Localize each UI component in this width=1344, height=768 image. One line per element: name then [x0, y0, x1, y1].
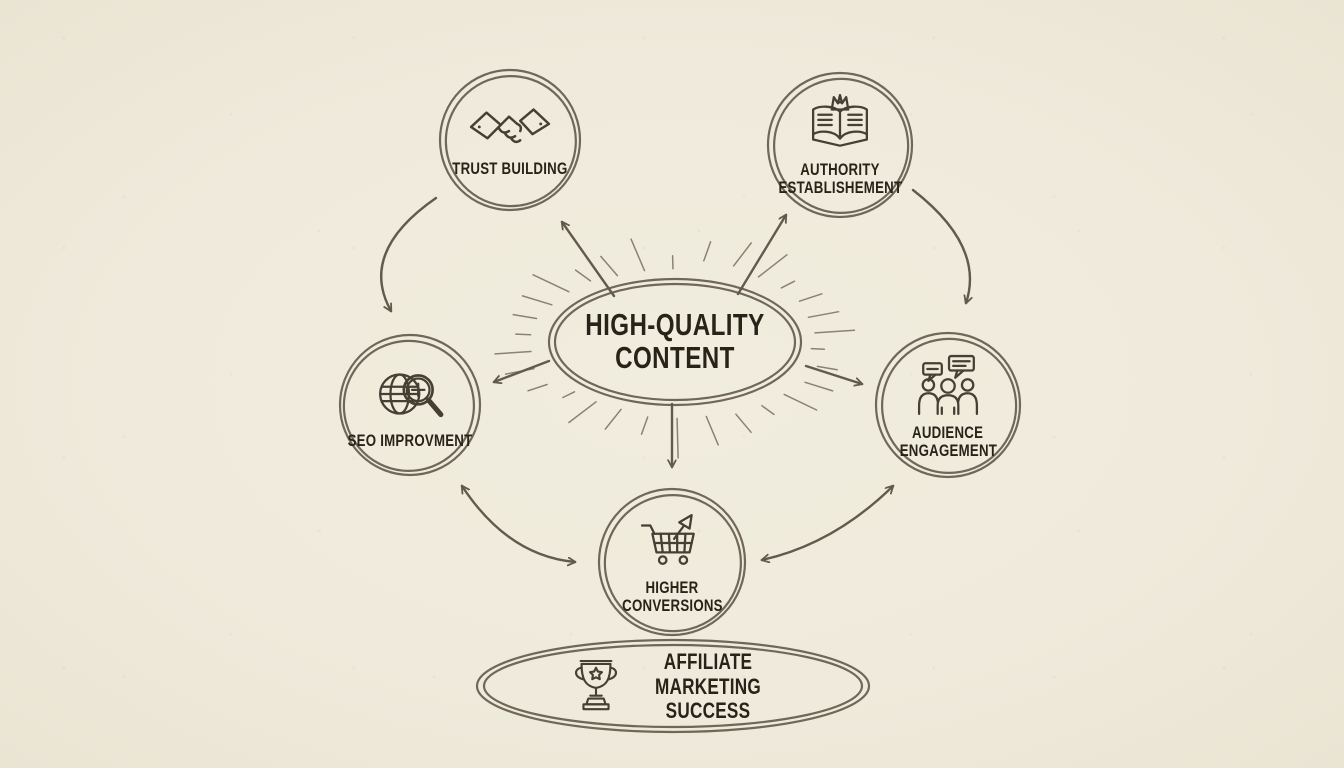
conversions-label-line1: HIGHER	[645, 577, 699, 597]
arrow-center-to-trust	[560, 222, 616, 298]
footer-label-line3: SUCCESS	[665, 698, 751, 724]
cart-arrow-icon	[640, 513, 695, 565]
arrow-center-to-seo	[494, 359, 551, 382]
arrows	[380, 188, 970, 562]
arrow-seo-conversions-two-way	[460, 486, 575, 562]
arrow-trust-to-seo	[380, 196, 438, 311]
footer-label-line2: MARKETING	[654, 673, 762, 699]
node-audience-engagement: AUDIENCE ENGAGEMENT	[876, 336, 1020, 478]
center-label-line1: HIGH-QUALITY	[585, 307, 765, 343]
node-higher-conversions: HIGHER CONVERSIONS	[600, 492, 744, 634]
node-high-quality-content: HIGH-QUALITY CONTENT	[549, 280, 801, 404]
arrow-conversions-audience-two-way	[762, 486, 893, 560]
audience-label-line1: AUDIENCE	[912, 422, 984, 442]
audience-label-line2: ENGAGEMENT	[899, 441, 997, 460]
people-chat-icon	[917, 354, 979, 415]
center-label-line2: CONTENT	[615, 340, 735, 375]
arrow-center-to-audience	[804, 364, 862, 384]
handshake-icon	[469, 108, 551, 143]
node-circles	[338, 68, 1022, 734]
trophy-icon	[574, 659, 618, 711]
arrow-authority-to-audience	[911, 188, 970, 303]
node-affiliate-marketing-success: AFFILIATE MARKETING SUCCESS	[478, 642, 868, 732]
conversions-label-line2: CONVERSIONS	[621, 596, 723, 615]
node-seo-improvement: SEO IMPROVMENT	[340, 338, 480, 476]
trust-building-label: TRUST BUILDING	[452, 158, 568, 178]
arrow-center-to-authority	[736, 215, 788, 296]
node-authority-establishment: AUTHORITY ESTABLISHEMENT	[768, 74, 912, 216]
authority-label-line1: AUTHORITY	[800, 159, 880, 179]
authority-label-line2: ESTABLISHEMENT	[778, 178, 902, 197]
footer-label-line1: AFFILIATE	[663, 649, 753, 675]
book-crown-icon	[811, 93, 869, 147]
globe-magnifier-icon	[379, 373, 444, 417]
node-trust-building: TRUST BUILDING	[440, 72, 580, 210]
seo-improvement-label: SEO IMPROVMENT	[347, 430, 473, 450]
